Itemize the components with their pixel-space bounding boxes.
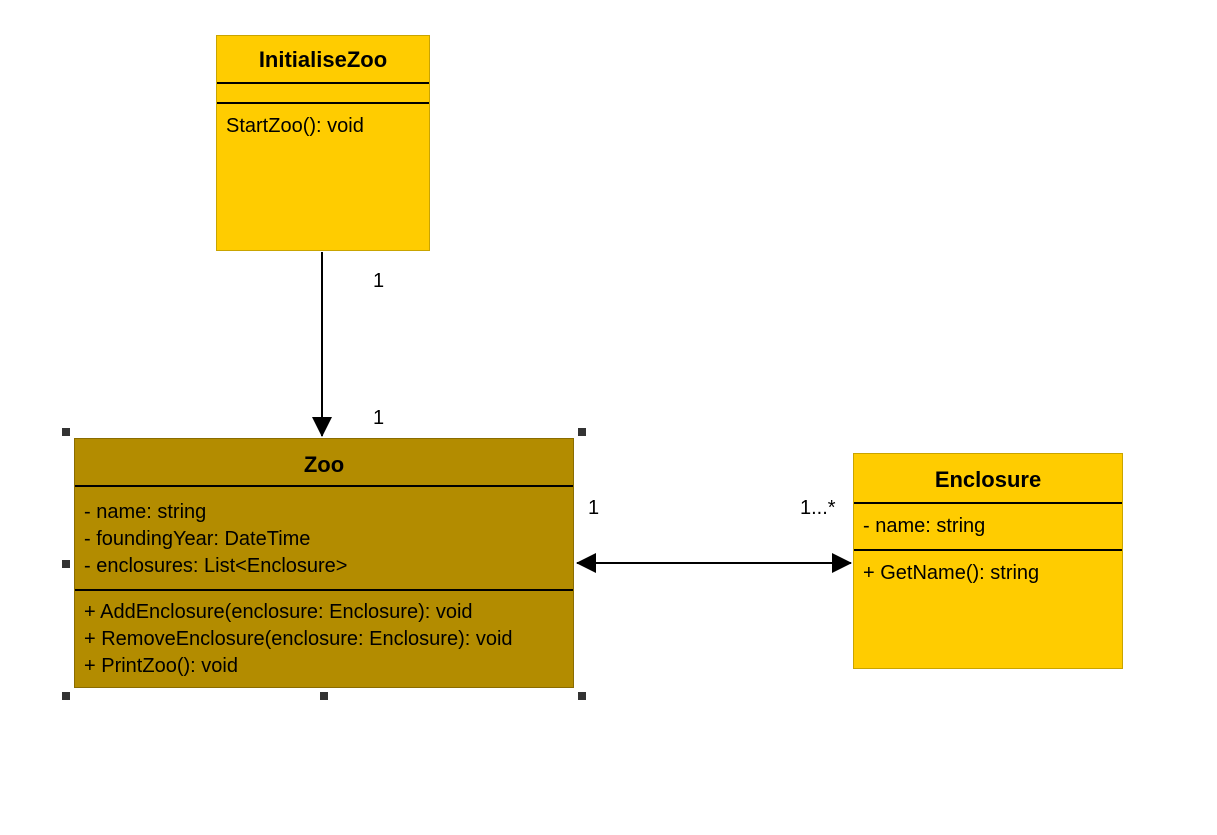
selection-handle-middle-left[interactable] (62, 560, 70, 568)
methods-section: + GetName(): string (854, 551, 1122, 587)
class-initialise-zoo[interactable]: InitialiseZoo StartZoo(): void (216, 35, 430, 251)
multiplicity-initialisezoo: 1 (373, 270, 385, 292)
method: + AddEnclosure(enclosure: Enclosure): vo… (84, 601, 473, 623)
methods-section: StartZoo(): void (217, 104, 429, 140)
methods-section: + AddEnclosure(enclosure: Enclosure): vo… (75, 591, 573, 680)
attributes-section: - name: string - foundingYear: DateTime … (75, 487, 573, 591)
attribute: - foundingYear: DateTime (84, 528, 311, 550)
attributes-section: - name: string (854, 504, 1122, 551)
attribute: - name: string (84, 501, 207, 523)
multiplicity-enclosure: 1...* (800, 497, 836, 519)
class-name: Zoo (75, 439, 573, 487)
selection-handle-bottom-left[interactable] (62, 692, 70, 700)
method: + RemoveEnclosure(enclosure: Enclosure):… (84, 628, 513, 650)
multiplicity-zoo-top: 1 (373, 407, 385, 429)
class-name: InitialiseZoo (217, 36, 429, 84)
selection-handle-bottom-middle[interactable] (320, 692, 328, 700)
method: + GetName(): string (863, 562, 1040, 584)
multiplicity-zoo-right: 1 (588, 497, 600, 519)
attributes-section (217, 84, 429, 104)
selection-handle-top-left[interactable] (62, 428, 70, 436)
attribute: - name: string (863, 515, 986, 537)
class-zoo[interactable]: Zoo - name: string - foundingYear: DateT… (74, 438, 574, 688)
method: StartZoo(): void (226, 115, 364, 137)
attribute: - enclosures: List<Enclosure> (84, 555, 348, 577)
method: + PrintZoo(): void (84, 655, 238, 677)
selection-handle-top-right[interactable] (578, 428, 586, 436)
selection-handle-bottom-right[interactable] (578, 692, 586, 700)
class-name: Enclosure (854, 454, 1122, 504)
class-enclosure[interactable]: Enclosure - name: string + GetName(): st… (853, 453, 1123, 669)
